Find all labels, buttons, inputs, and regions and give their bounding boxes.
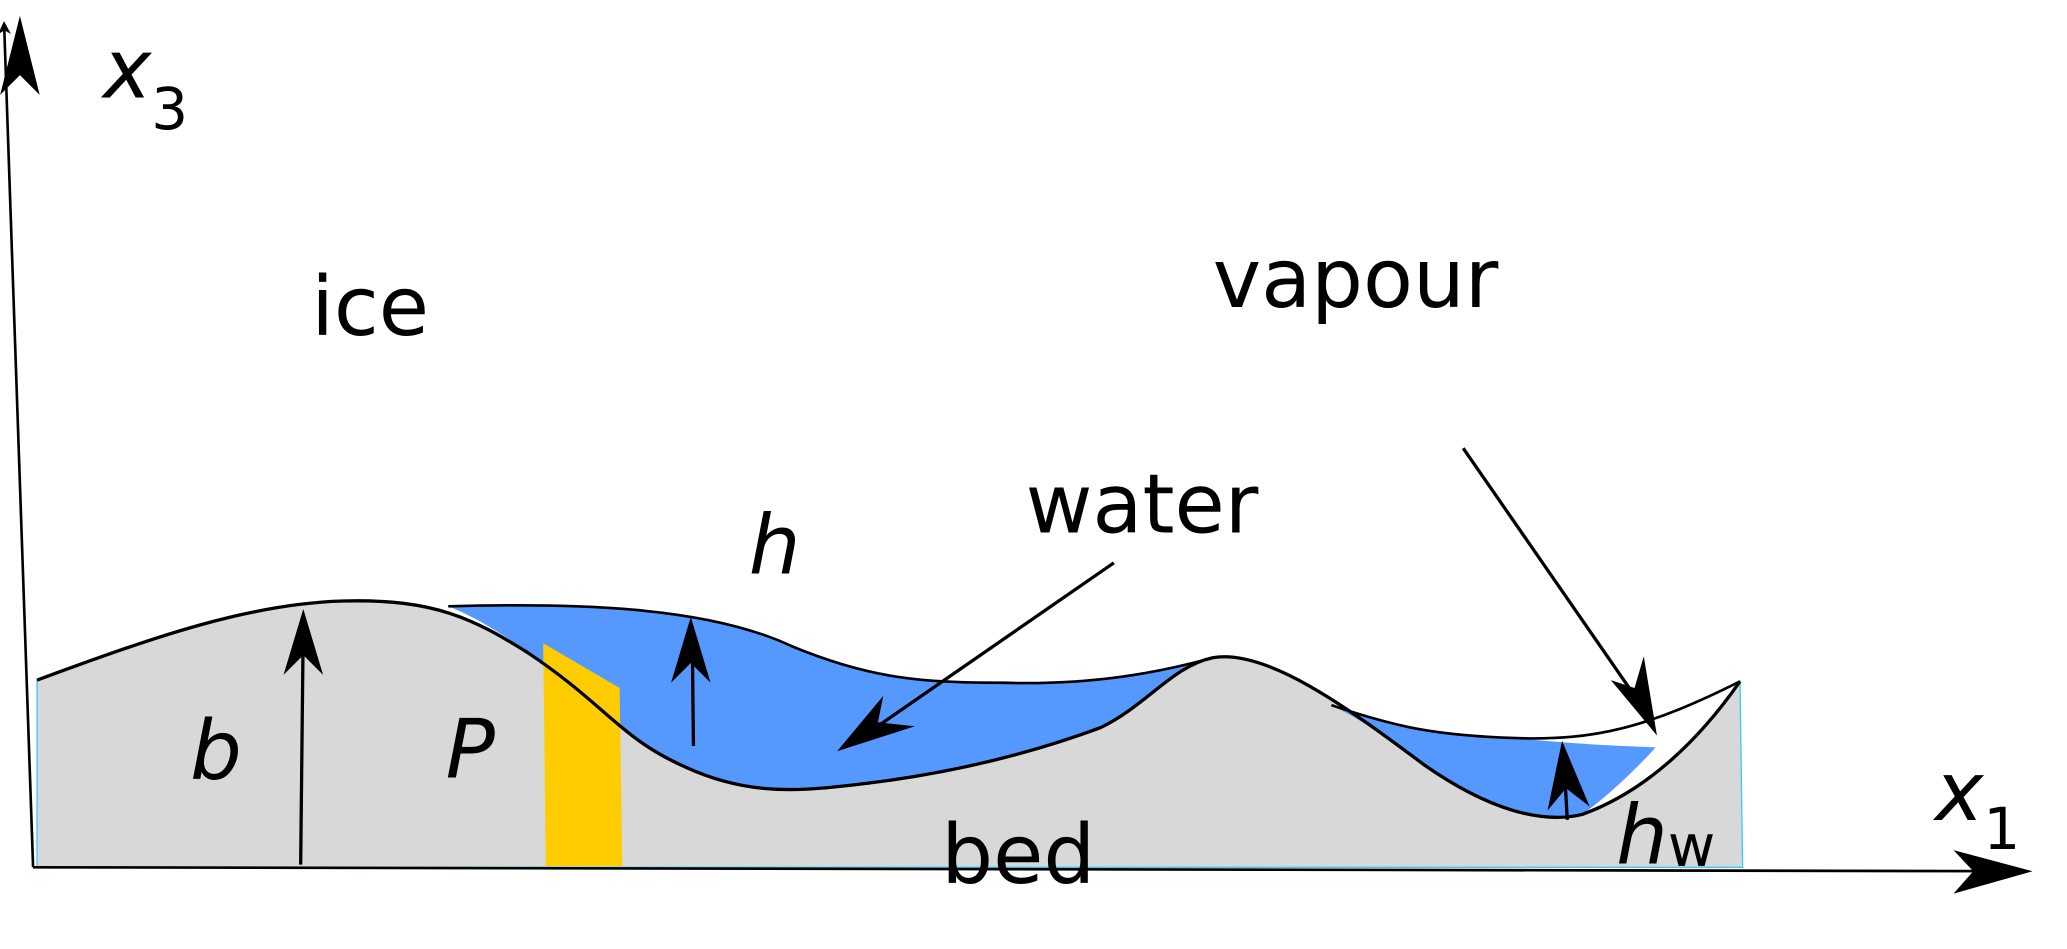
water-label: water xyxy=(1026,457,1259,552)
x1-axis-label: x1 xyxy=(1932,745,2020,863)
ice-water-interface xyxy=(448,603,1214,685)
hw-label: hw xyxy=(1616,788,1715,883)
b-arrowhead xyxy=(283,608,324,675)
x1-axis xyxy=(33,865,2024,873)
x3-axis xyxy=(0,21,35,868)
h-label: h xyxy=(749,498,801,593)
ice-vapour-interface xyxy=(1330,680,1741,740)
x3-axis-label: x3 xyxy=(100,23,188,144)
vapour-pointer xyxy=(1461,447,1643,707)
ice-label: ice xyxy=(311,260,429,355)
water-pointer-arrowhead xyxy=(837,695,915,752)
hw-arrowhead xyxy=(1547,740,1590,811)
vapour-label: vapour xyxy=(1213,232,1499,327)
water-region-upstream xyxy=(448,605,1213,790)
b-arrow xyxy=(299,622,305,865)
vapour-pointer-arrowhead xyxy=(1610,656,1657,736)
water-pointer xyxy=(869,561,1115,733)
h-arrowhead xyxy=(671,616,711,683)
p-label: P xyxy=(446,703,496,798)
bed-label: bed xyxy=(941,808,1095,903)
x3-arrowhead xyxy=(0,15,40,95)
x1-arrowhead xyxy=(1953,850,2033,894)
ice-bed-interface xyxy=(36,599,1742,819)
column-strip xyxy=(543,643,623,866)
b-label: b xyxy=(190,704,242,799)
